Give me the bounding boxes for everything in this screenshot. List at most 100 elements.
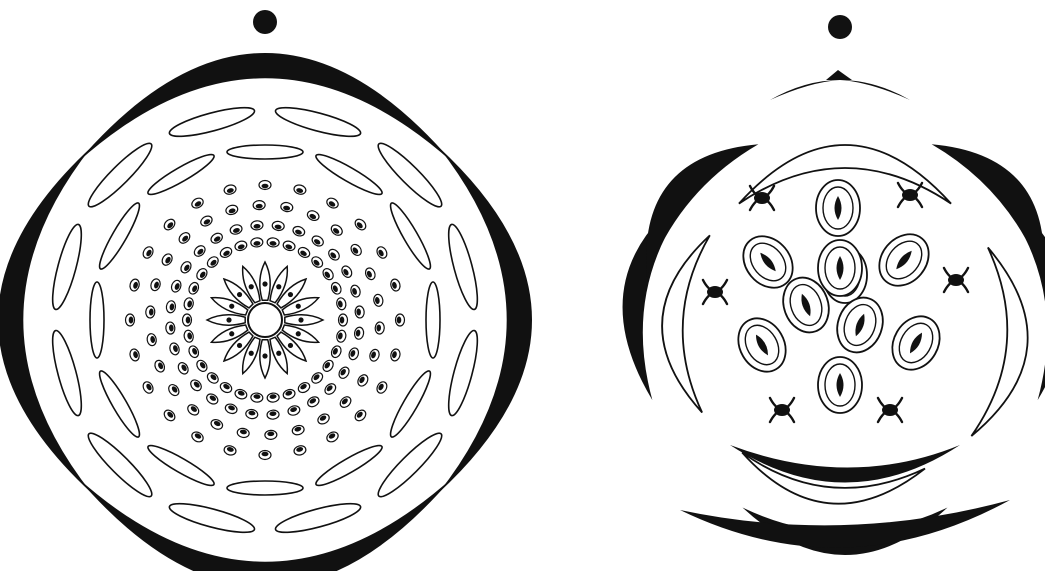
anther-fill — [129, 317, 134, 324]
stamen — [316, 412, 331, 426]
stamen — [267, 410, 280, 420]
stamen — [375, 380, 389, 395]
stamen — [224, 402, 238, 415]
stamen — [267, 237, 280, 247]
stamen — [293, 184, 307, 196]
stamen — [153, 359, 166, 374]
stamen — [177, 231, 192, 246]
stamen — [337, 365, 351, 380]
inner-bract-outer — [167, 102, 257, 142]
stamen — [364, 266, 377, 281]
stamen — [145, 306, 155, 319]
inner-bract-outer — [83, 138, 158, 213]
stamen — [250, 392, 263, 402]
stamen — [183, 314, 192, 326]
stamen — [306, 209, 321, 222]
inner-bract-outer — [167, 498, 257, 538]
top-bract — [770, 80, 910, 100]
stamen — [339, 314, 348, 326]
stamen — [321, 358, 335, 373]
ovule — [729, 310, 795, 380]
stamen — [291, 424, 305, 436]
stamen — [390, 278, 402, 292]
stamen — [329, 223, 344, 238]
stamen — [149, 278, 161, 292]
petal — [971, 248, 1027, 437]
stamen — [267, 392, 280, 402]
stamen — [190, 430, 205, 444]
stamen — [167, 383, 181, 398]
stamen — [129, 348, 141, 362]
stamen — [205, 255, 220, 270]
inner-bract-outer — [443, 328, 483, 418]
stamen — [327, 247, 342, 262]
anther-fill — [262, 184, 269, 189]
inner-bract-outer — [47, 328, 87, 418]
carpel-ovule — [237, 292, 242, 297]
ovule — [818, 357, 862, 413]
ovule — [883, 308, 949, 378]
anther-fill — [186, 317, 191, 324]
stamen — [349, 242, 363, 257]
carpel-ovule — [249, 284, 254, 289]
stamen — [219, 246, 234, 260]
outer-bract — [932, 144, 1044, 277]
inner-bract-inner — [145, 440, 218, 490]
stamen — [251, 220, 264, 230]
carpel-ovule — [288, 292, 293, 297]
stamen — [330, 281, 343, 296]
stamen — [306, 395, 321, 409]
stamen — [259, 451, 271, 460]
ovule — [818, 240, 862, 296]
stamen — [166, 300, 177, 313]
stamen — [396, 314, 405, 326]
stamen — [225, 204, 239, 216]
stamen — [323, 382, 338, 397]
carpel-ovule — [249, 351, 254, 356]
stamen — [310, 371, 325, 386]
inner-bract-inner — [94, 200, 144, 273]
stamen — [199, 214, 214, 228]
stamen — [162, 408, 177, 423]
stamen — [280, 202, 293, 213]
carpel-ovule — [262, 353, 267, 358]
carpel-ovule — [276, 284, 281, 289]
inner-bract-outer — [83, 427, 158, 502]
stamen — [170, 279, 183, 293]
carpel — [285, 315, 323, 325]
stamen — [205, 392, 220, 406]
stamen — [162, 217, 177, 232]
inner-bract-inner — [313, 149, 386, 199]
stamen — [141, 245, 155, 260]
inner-bract-inner — [227, 481, 303, 495]
stamen — [259, 181, 271, 190]
stamen — [272, 221, 285, 232]
inner-bract-inner — [145, 149, 218, 199]
stamen — [368, 348, 380, 362]
stamen — [187, 281, 200, 296]
stamen — [176, 361, 190, 376]
stamen — [310, 255, 325, 270]
stamen — [141, 380, 155, 395]
stamen — [126, 314, 135, 326]
stamen — [336, 329, 347, 343]
inner-bract-outer — [47, 222, 87, 312]
carpel-ovule — [229, 331, 234, 336]
stamen — [390, 348, 402, 362]
outer-bract — [646, 144, 758, 277]
stamen — [353, 408, 368, 423]
carpel-ovule — [237, 343, 242, 348]
stamen — [354, 327, 365, 340]
inner-bract-outer — [273, 498, 363, 538]
carpel — [207, 315, 245, 325]
stamen — [356, 373, 370, 388]
stamen — [165, 322, 175, 335]
stamen — [282, 240, 296, 252]
ovule — [869, 224, 939, 295]
carpel-ovule — [276, 351, 281, 356]
carpel-ovule — [288, 343, 293, 348]
stamen — [209, 231, 224, 245]
inner-bract-outer — [372, 427, 447, 502]
stamen — [293, 445, 307, 457]
stamen — [205, 371, 220, 386]
